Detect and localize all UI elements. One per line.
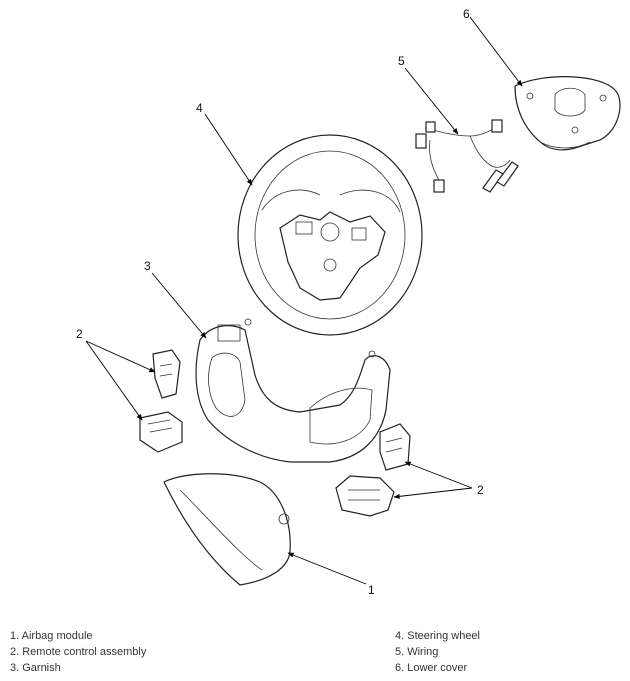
remote-control-left-upper <box>152 349 181 399</box>
legend-right: 4. Steering wheel 5. Wiring 6. Lower cov… <box>395 628 480 676</box>
legend-left: 1. Airbag module 2. Remote control assem… <box>10 628 146 676</box>
legend-item-lower-cover: 6. Lower cover <box>395 662 468 674</box>
callout-3: 3 <box>144 259 151 273</box>
exploded-parts-diagram: 6 5 4 3 2 2 1 <box>76 7 621 597</box>
callout-5: 5 <box>398 54 405 68</box>
lower-cover-part <box>514 76 621 151</box>
callout-1: 1 <box>368 583 375 597</box>
callout-4: 4 <box>196 101 203 115</box>
callout-2-right: 2 <box>477 483 484 497</box>
remote-control-right-lower <box>335 475 395 517</box>
leader-line-2a-upper <box>85 340 156 373</box>
leader-line-2b-lower <box>393 487 473 499</box>
airbag-module-part <box>163 473 291 586</box>
leader-line-4 <box>204 113 253 186</box>
garnish-part <box>195 318 391 463</box>
legend-item-remote-control-assembly: 2. Remote control assembly <box>10 646 147 658</box>
legend-item-steering-wheel: 4. Steering wheel <box>395 630 480 642</box>
leader-line-2b-upper <box>404 461 473 489</box>
legend-item-wiring: 5. Wiring <box>395 646 439 658</box>
leader-line-3 <box>151 272 207 339</box>
leader-line-1 <box>287 552 367 585</box>
remote-control-right-upper <box>379 423 411 471</box>
leader-line-5 <box>404 67 459 135</box>
callout-6: 6 <box>463 7 470 21</box>
legend-item-garnish: 3. Garnish <box>10 662 61 674</box>
legend-item-airbag-module: 1. Airbag module <box>10 630 93 642</box>
wiring-part <box>415 119 519 193</box>
leader-line-2a-lower <box>85 340 143 421</box>
leader-line-6 <box>469 16 523 87</box>
steering-wheel-part <box>237 134 423 336</box>
callout-2-left: 2 <box>76 327 83 341</box>
remote-control-left-lower <box>139 411 183 453</box>
